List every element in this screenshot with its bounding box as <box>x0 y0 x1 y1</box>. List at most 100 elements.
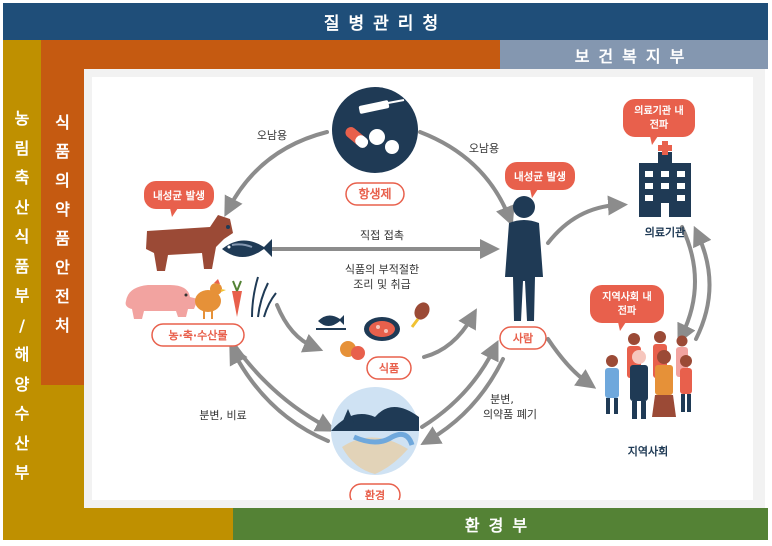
mfds-char: 안 <box>55 258 70 277</box>
hospital-icon <box>639 141 691 217</box>
diagram-canvas: 항생제 오남용 오남용 직접 접촉 식품의 부적절한 조리 및 취급 분변, 비… <box>92 77 753 507</box>
person-icon <box>505 196 543 321</box>
kdca-label: 질병관리청 <box>323 14 448 34</box>
mfds-char: 의 <box>55 171 70 190</box>
mountain-icon <box>331 407 419 431</box>
mfds-char: 품 <box>55 229 70 248</box>
waste-label-1: 분변, <box>490 393 514 406</box>
bubble-shape <box>623 99 695 137</box>
antibiotics-pill-label <box>345 182 405 206</box>
food-node: 식품 <box>316 302 430 380</box>
community-bubble: 지역사회 내 전파 <box>590 285 664 331</box>
improper-cooking-label-2: 조리 및 취급 <box>353 278 411 291</box>
bubble-tail <box>618 322 626 331</box>
hospital-bubble: 의료기관 내 전파 <box>623 99 695 145</box>
mafra-char: 해 <box>14 345 30 364</box>
syringe-icon <box>358 99 405 114</box>
river-icon <box>353 431 415 446</box>
misuse-right-label: 오남용 <box>469 142 499 155</box>
flow-arrows <box>224 130 712 446</box>
bubble-text: 내성균 발생 <box>153 189 205 202</box>
livestock-pill-label <box>151 323 245 347</box>
antibiotics-label: 항생제 <box>358 186 391 201</box>
arrow-community-to-hospital <box>693 225 712 341</box>
one-health-diagram: 항생제 오남용 오남용 직접 접촉 식품의 부적절한 조리 및 취급 분변, 비… <box>125 87 712 507</box>
carrot-icon <box>232 280 242 317</box>
improper-cooking-label-1: 식품의 부적절한 <box>345 263 419 276</box>
resistant-bubble-left: 내성균 발생 <box>144 181 214 217</box>
me-label: 환경부 <box>464 516 537 535</box>
arrow-misuse-left <box>224 130 329 217</box>
bubble-shape <box>144 181 214 209</box>
arrow-to-food <box>275 303 324 353</box>
arrow-human-to-env <box>420 357 505 446</box>
mfds-char: 약 <box>55 200 70 219</box>
arrow-human-to-community <box>546 337 597 389</box>
misuse-left-label: 오남용 <box>257 129 287 142</box>
mafra-band-bottom <box>41 508 233 540</box>
resistant-bubble-human: 내성균 발생 <box>505 162 575 198</box>
hospital-node: 의료기관 내 전파 의료기관 <box>623 99 695 239</box>
bubble-text-line1: 의료기관 내 <box>634 104 683 117</box>
bubble-text: 내성균 발생 <box>514 170 566 183</box>
fruit-icon <box>340 341 365 360</box>
manure-label: 분변, 비료 <box>199 409 246 422</box>
food-pill-label <box>366 356 412 380</box>
human-label: 사람 <box>513 331 533 345</box>
tree-icon <box>342 409 354 429</box>
community-label: 지역사회 <box>628 444 668 458</box>
mafra-char: 부 <box>14 463 30 482</box>
direct-contact-label: 직접 접촉 <box>360 229 404 242</box>
drumstick-icon <box>410 302 430 328</box>
mfds-label: 식 품 의 약 품 안 전 처 <box>41 108 84 340</box>
mohw-label: 보건복지부 <box>574 46 694 66</box>
antibiotics-node: 항생제 <box>332 87 418 206</box>
mohw-band: 보건복지부 <box>500 40 768 69</box>
steak-icon <box>364 317 400 341</box>
bubble-text-line1: 지역사회 내 <box>602 290 651 303</box>
bubble-tail <box>530 189 538 198</box>
mfds-char: 식 <box>55 113 70 132</box>
arrow-env-to-livestock <box>229 344 330 443</box>
wheat-icon <box>251 276 277 318</box>
me-band: 환경부 <box>233 508 768 540</box>
bubble-shape <box>590 285 664 323</box>
waste-label-2: 의약품 폐기 <box>483 407 537 421</box>
bubble-tail <box>170 208 178 217</box>
mfds-char: 품 <box>55 142 70 161</box>
chicken-icon <box>195 279 226 319</box>
mafra-char: 림 <box>14 138 30 158</box>
mafra-char: 수 <box>14 404 30 423</box>
bubble-text-line2: 전파 <box>618 304 637 317</box>
riverbank-icon <box>342 437 408 474</box>
hospital-label: 의료기관 <box>645 225 685 239</box>
mfds-band <box>41 40 84 385</box>
mafra-char: 농 <box>14 109 30 128</box>
mafra-char: 부 <box>14 286 30 305</box>
pill-icon <box>345 127 399 154</box>
environment-node: 환경 <box>331 387 419 507</box>
mafra-band <box>3 40 41 540</box>
mafra-char: 산 <box>14 197 30 217</box>
bubble-shape <box>505 162 575 190</box>
fish-icon <box>222 239 272 257</box>
arrow-env-to-human <box>420 340 499 429</box>
people-group-icon <box>605 331 692 419</box>
mafra-char: / <box>19 315 25 335</box>
arrow-hospital-to-community <box>677 225 697 344</box>
diagram-frame: 항생제 오남용 오남용 직접 접촉 식품의 부적절한 조리 및 취급 분변, 비… <box>84 69 765 508</box>
mafra-char: 양 <box>14 374 30 394</box>
cow-icon <box>146 215 233 271</box>
mafra-label: 농 림 축 산 식 품 부 / 해 양 수 산 부 <box>3 104 41 488</box>
mfds-char: 전 <box>55 287 70 306</box>
pig-icon <box>125 285 198 319</box>
livestock-node: 농·축·수산물 <box>125 215 277 347</box>
mafra-band-extension <box>41 385 84 508</box>
mfds-char: 처 <box>55 316 70 335</box>
fish-plate-icon <box>316 315 346 330</box>
human-node: 내성균 발생 사람 <box>499 162 575 350</box>
mfds-band-top <box>84 40 500 69</box>
mafra-char: 축 <box>14 168 30 187</box>
arrow-misuse-right <box>418 130 515 227</box>
arrow-human-to-hospital <box>546 195 628 245</box>
